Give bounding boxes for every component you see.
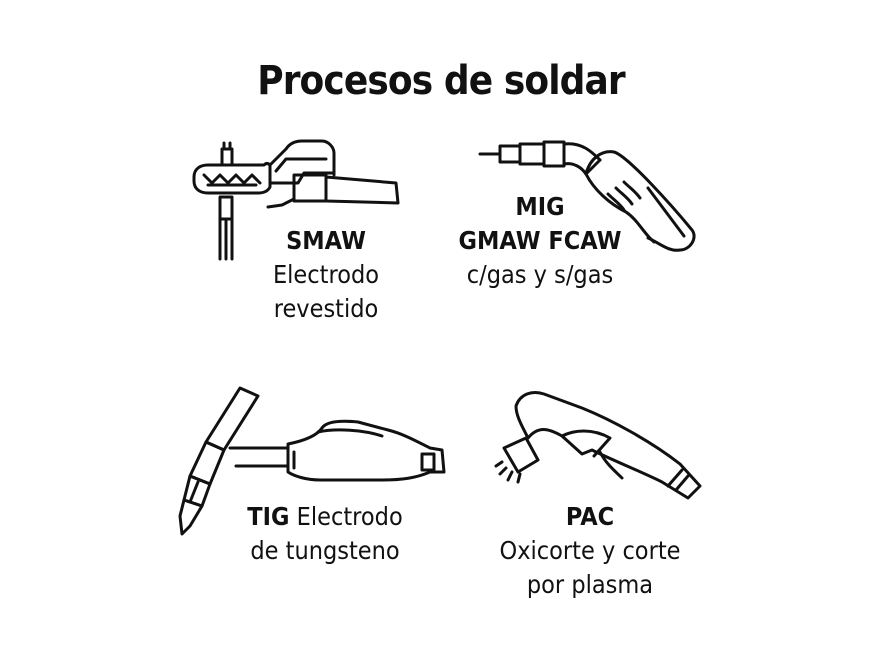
mig-code: MIG	[515, 192, 565, 221]
mig-label: MIG GMAW FCAW c/gas y s/gas	[423, 190, 657, 292]
smaw-label: SMAW Electrodo revestido	[236, 224, 416, 326]
pac-code: PAC	[565, 502, 615, 531]
mig-desc-line1: c/gas y s/gas	[466, 260, 614, 289]
tig-torch-icon	[178, 386, 446, 536]
pac-desc-line1: Oxicorte y corte	[499, 536, 681, 565]
tig-label: TIG Electrodo de tungsteno	[222, 500, 429, 568]
mig-code-line2: GMAW FCAW	[458, 226, 622, 255]
tig-desc-line1: Electrodo	[296, 502, 403, 531]
electrode-holder-icon	[192, 139, 400, 261]
smaw-desc-line1: Electrodo	[272, 260, 380, 289]
smaw-code: SMAW	[286, 226, 366, 255]
smaw-desc-line2: revestido	[273, 294, 379, 323]
tig-desc-line2: de tungsteno	[250, 536, 400, 565]
page-title: Procesos de soldar	[257, 58, 625, 104]
plasma-torch-icon	[494, 391, 702, 500]
pac-desc-line2: por plasma	[526, 570, 654, 599]
pac-label: PAC Oxicorte y corte por plasma	[473, 500, 707, 602]
tig-code: TIG	[247, 502, 290, 531]
mig-torch-icon	[478, 140, 696, 252]
